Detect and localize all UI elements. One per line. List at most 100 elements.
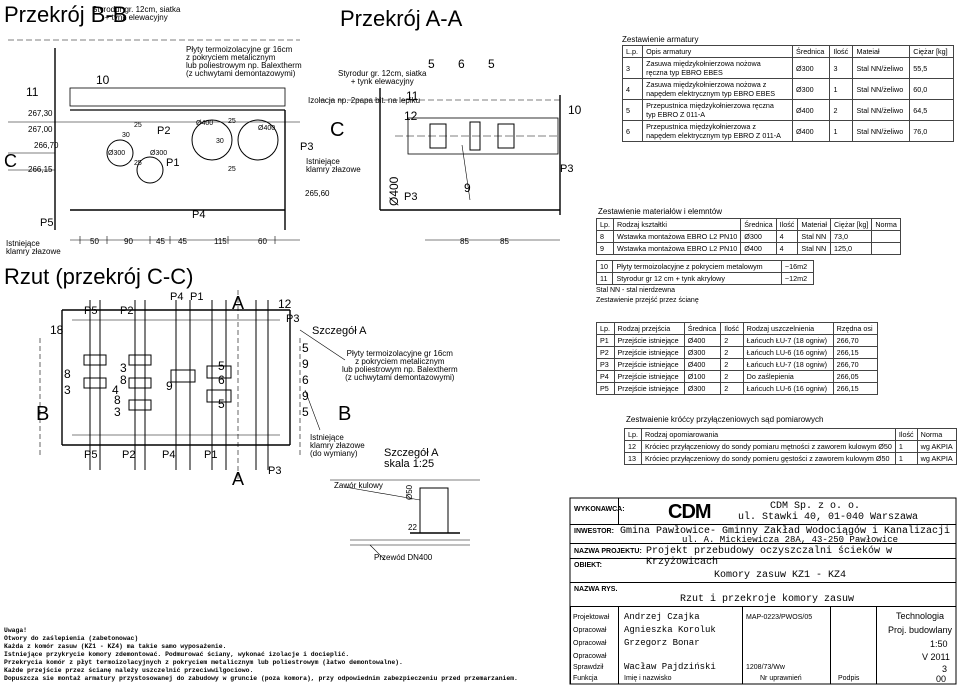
th: Ciężar [kg] xyxy=(829,218,873,231)
marker-p3-plan-b: P3 xyxy=(268,465,282,477)
level-267-00: 267,00 xyxy=(28,125,53,134)
label-klamry-a: Istniejące klamry złazowe xyxy=(306,157,361,174)
cell: 266,15 xyxy=(832,346,879,359)
name-5: Wacław Pajdziński xyxy=(624,662,716,672)
title-detail-a-scale: Szczegół A skala 1:25 xyxy=(384,447,439,470)
cell: Ø400 xyxy=(792,120,831,142)
note-stal-nn: Stal NN - stal nierdzewna xyxy=(596,287,675,294)
company-address: ul. Stawki 40, 01-040 Warszawa xyxy=(738,512,919,523)
note-line: Uwaga! xyxy=(4,627,28,634)
th: Rzędna osi xyxy=(832,322,879,335)
cell: 4 xyxy=(775,230,799,243)
cell: 1 xyxy=(829,120,854,142)
cell: P3 xyxy=(596,358,615,371)
th: Lp. xyxy=(596,322,615,335)
th: Ilość xyxy=(829,45,854,58)
level-266-15: 266,15 xyxy=(28,165,53,174)
cell: Króciec przyłączeniowy do sondy pomieru … xyxy=(641,452,896,465)
marker-p1-b: P1 xyxy=(166,157,180,169)
level-266-70: 266,70 xyxy=(34,141,59,150)
cell xyxy=(871,242,901,255)
cell: 60,0 xyxy=(909,78,954,100)
dim-85-b: 85 xyxy=(500,237,509,246)
cell: 2 xyxy=(829,99,854,121)
marker-p2-plan-b: P2 xyxy=(122,449,136,461)
label-przewod: Przewód DN400 xyxy=(374,553,433,562)
marker-12-a: 12 xyxy=(404,109,418,123)
cell: Łańcuch LU-6 (16 ogniw) xyxy=(742,346,834,359)
cell: Ø100 xyxy=(683,370,722,383)
cell: Stal NN/żeliwo xyxy=(852,57,911,79)
dim-25-d: 25 xyxy=(228,166,236,173)
cell: 1 xyxy=(829,78,854,100)
cell: Przejście istniejące xyxy=(613,382,685,395)
cell: 2 xyxy=(720,382,744,395)
th: Ilość xyxy=(720,322,744,335)
note-line: Istniejące przykrycie komory zdemontować… xyxy=(4,651,350,658)
name-2: Agnieszka Koroluk xyxy=(624,625,716,635)
inwestor-label: INWESTOR: xyxy=(574,528,614,535)
role-2: Opracował xyxy=(573,627,607,634)
license-header: Nr uprawnień xyxy=(760,675,802,682)
level-267-30: 267,30 xyxy=(28,109,53,118)
role-1: Projektował xyxy=(573,614,610,621)
marker-p4-b: P4 xyxy=(192,209,206,221)
marker-12-plan: 12 xyxy=(278,297,292,311)
notes: Uwaga! Otwory do zaślepienia (zabetonowa… xyxy=(4,627,518,683)
dim-25-c: 25 xyxy=(228,118,236,125)
armatura-title: Zestawienie armatury xyxy=(622,35,699,44)
marker-a-bottom: A xyxy=(232,469,245,489)
cell: P2 xyxy=(596,346,615,359)
marker-3-a: 3 xyxy=(64,383,71,397)
cell: 6 xyxy=(621,120,644,142)
name-3: Grzegorz Bonar xyxy=(624,638,700,648)
cell: 266,15 xyxy=(832,382,879,395)
company-name: CDM Sp. z o. o. xyxy=(770,501,861,512)
cell: 11 xyxy=(595,272,614,285)
title-block: WYKONAWCA: CDM CDM Sp. z o. o. ul. Stawk… xyxy=(570,498,956,684)
marker-5-plan-b: 5 xyxy=(218,397,225,411)
marker-8-a: 8 xyxy=(64,367,71,381)
marker-c-a: C xyxy=(330,119,345,141)
callout-num-3: 6 xyxy=(302,373,309,387)
dia-o300-b: Ø300 xyxy=(150,150,168,157)
projekt-label: NAZWA PROJEKTU: xyxy=(574,548,642,555)
marker-p1-plan: P1 xyxy=(190,291,204,303)
marker-p5-plan-b: P5 xyxy=(84,449,98,461)
wykonawca-label: WYKONAWCA: xyxy=(574,506,625,513)
role-5: Sprawdził xyxy=(573,664,604,671)
cell xyxy=(871,230,901,243)
label-zawor: Zawór kulowy xyxy=(334,481,383,490)
note-line: Dopuszcza sie montaż armatury przystosow… xyxy=(4,675,518,682)
marker-4: 4 xyxy=(112,383,119,397)
cell: Do zaślepienia xyxy=(742,370,834,383)
dia-o400-a-vert: Ø400 xyxy=(387,176,401,206)
cell: 2 xyxy=(720,370,744,383)
cell: Stal NN xyxy=(797,242,831,255)
cell: 1 xyxy=(894,452,918,465)
cell: Zasuwa międzykołnierzowa nożowa ręczna t… xyxy=(642,57,794,79)
marker-9-plan: 9 xyxy=(166,379,173,393)
th: Rodzaj opomiarowania xyxy=(641,428,896,441)
cell: Przejście istniejące xyxy=(613,370,685,383)
dim-60: 60 xyxy=(258,237,267,246)
cell: Łańcuch LU-6 (16 ogniw) xyxy=(742,382,834,395)
th: Ilość xyxy=(775,218,799,231)
marker-10-a: 10 xyxy=(568,103,582,117)
label-plyty-plan: Płyty termoizolacyjne gr 16cm z pokrycie… xyxy=(342,349,458,382)
marker-3-b: 3 xyxy=(120,361,127,375)
label-klamry-plan: Istniejące klamry złazowe (do wymiany) xyxy=(310,433,365,458)
th: Rodzaj przejścia xyxy=(613,322,685,335)
cell: wg AKPIA xyxy=(916,440,957,453)
cell: 125,0 xyxy=(829,242,873,255)
cell: 3 xyxy=(829,57,854,79)
data-value: V 2011 xyxy=(922,652,950,662)
th: Rodzaj uszczelnienia xyxy=(742,322,834,335)
marker-3-c: 3 xyxy=(114,405,121,419)
role-4: Opracował xyxy=(573,653,607,660)
marker-c-b: C xyxy=(4,151,17,171)
cell: 2 xyxy=(720,346,744,359)
marker-6-plan: 6 xyxy=(218,373,225,387)
callout-num-1: 5 xyxy=(302,341,309,355)
